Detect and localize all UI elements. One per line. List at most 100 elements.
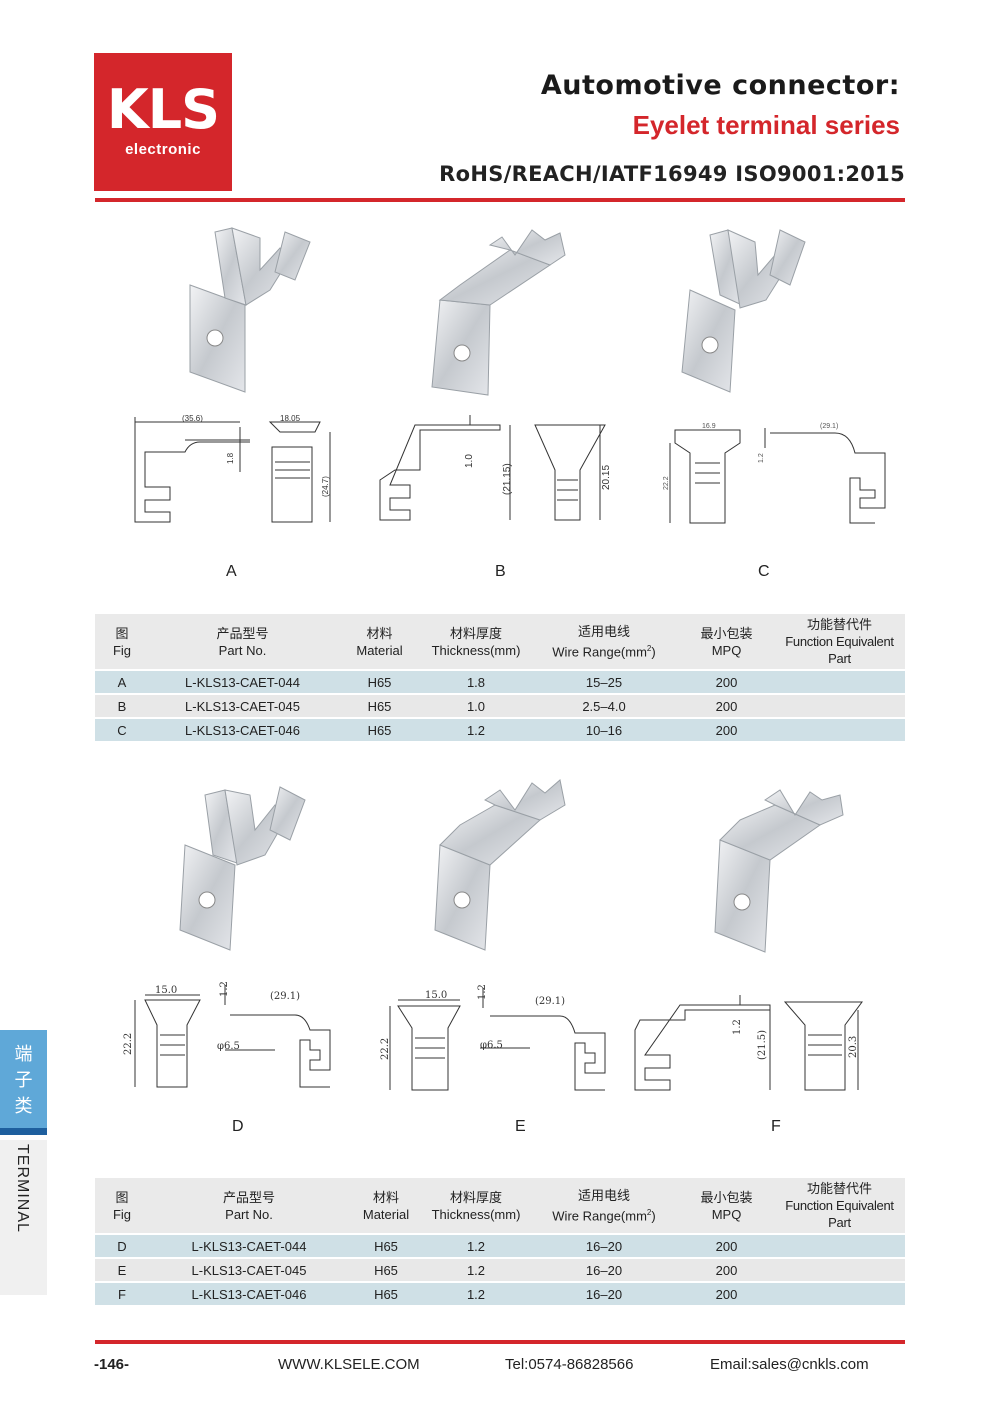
- cell-fig: A: [95, 669, 149, 694]
- cell-fig: F: [95, 1281, 149, 1305]
- figure-label-c: C: [758, 563, 770, 580]
- dim-c-length: (29.1): [820, 423, 838, 430]
- certification-line: RoHS/REACH/IATF16949 ISO9001:2015: [439, 162, 905, 186]
- dim-b-body: 20.15: [601, 465, 612, 490]
- company-logo: KLS electronic: [94, 53, 232, 191]
- header-divider: [95, 198, 905, 202]
- cell-mpq: 200: [679, 669, 774, 694]
- dim-a-width: 18.05: [280, 414, 301, 423]
- cell-material: H65: [349, 1257, 423, 1282]
- dim-d-height: 22.2: [123, 1033, 134, 1055]
- photo-terminal-d: [179, 786, 306, 951]
- cell-thickness: 1.2: [423, 1281, 529, 1305]
- dim-c-thickness: 1.2: [758, 453, 765, 463]
- drawing-terminal-e: 15.0 1.2 (29.1) 22.2 φ6.5: [380, 984, 606, 1091]
- cell-wire-range: 16–20: [529, 1233, 679, 1258]
- cell-wire-range: 2.5–4.0: [529, 693, 679, 718]
- table-row: C L-KLS13-CAET-046 H65 1.2 10–16 200: [95, 717, 905, 741]
- photo-terminal-b: [431, 229, 566, 396]
- cell-material: H65: [349, 1233, 423, 1258]
- cell-thickness: 1.2: [423, 1257, 529, 1282]
- cell-wire-range: 15–25: [529, 669, 679, 694]
- cell-thickness: 1.2: [423, 1233, 529, 1258]
- dim-e-length: (29.1): [535, 996, 565, 1007]
- drawing-terminal-f: 1.2 (21.5) 20.3: [634, 995, 863, 1091]
- cell-equivalent: [774, 717, 905, 741]
- cell-material: H65: [336, 717, 423, 741]
- photo-terminal-a: [189, 227, 311, 393]
- cell-part-no: L-KLS13-CAET-046: [149, 1281, 349, 1305]
- figure-label-f: F: [771, 1118, 781, 1135]
- side-terminal-label-box: TERMINAL: [0, 1140, 47, 1295]
- dim-d-thickness: 1.2: [219, 981, 230, 997]
- footer-phone: Tel:0574-86828566: [505, 1356, 634, 1373]
- cell-wire-range: 10–16: [529, 717, 679, 741]
- cell-material: H65: [349, 1281, 423, 1305]
- cell-mpq: 200: [679, 1281, 774, 1305]
- drawing-terminal-d: 15.0 1.2 (29.1) 22.2 φ6.5: [123, 981, 331, 1088]
- table-row: E L-KLS13-CAET-045 H65 1.2 16–20 200: [95, 1257, 905, 1282]
- table-row: A L-KLS13-CAET-044 H65 1.8 15–25 200: [95, 669, 905, 694]
- table-row: D L-KLS13-CAET-044 H65 1.2 16–20 200: [95, 1233, 905, 1258]
- footer-email[interactable]: Email:sales@cnkls.com: [710, 1356, 869, 1373]
- cell-material: H65: [336, 669, 423, 694]
- dim-b-height: (21.15): [502, 463, 513, 495]
- footer-divider: [95, 1340, 905, 1344]
- page-number: -146-: [94, 1356, 130, 1373]
- footer-website[interactable]: WWW.KLSELE.COM: [278, 1356, 420, 1373]
- dim-d-length: (29.1): [270, 991, 300, 1002]
- cell-equivalent: [774, 693, 905, 718]
- dim-f-thickness: 1.2: [732, 1019, 743, 1035]
- side-tab-cn-label: 端 子 类: [14, 1044, 33, 1117]
- side-category-tab[interactable]: 端 子 类: [0, 1030, 47, 1130]
- cell-fig: B: [95, 693, 149, 718]
- cell-part-no: L-KLS13-CAET-045: [149, 693, 336, 718]
- cell-fig: C: [95, 717, 149, 741]
- dim-e-height: 22.2: [380, 1038, 391, 1060]
- cell-equivalent: [774, 1233, 905, 1258]
- cell-wire-range: 16–20: [529, 1281, 679, 1305]
- cell-part-no: L-KLS13-CAET-046: [149, 717, 336, 741]
- cell-mpq: 200: [679, 1233, 774, 1258]
- photo-terminal-c: [681, 229, 806, 393]
- cell-equivalent: [774, 1281, 905, 1305]
- cell-fig: D: [95, 1233, 149, 1258]
- drawing-terminal-b: 1.0 (21.15) 20.15: [379, 415, 612, 521]
- dim-f-height: (21.5): [757, 1030, 768, 1060]
- figure-label-e: E: [515, 1118, 526, 1135]
- cell-part-no: L-KLS13-CAET-045: [149, 1257, 349, 1282]
- drawing-terminal-c: 16.9 (29.1) 22.2 1.2: [663, 423, 886, 524]
- cell-equivalent: [774, 1257, 905, 1282]
- dim-e-hole: φ6.5: [480, 1040, 503, 1051]
- dim-a-height: (24.7): [321, 476, 330, 497]
- cell-thickness: 1.8: [423, 669, 529, 694]
- logo-sub: electronic: [125, 141, 201, 158]
- side-terminal-label: TERMINAL: [14, 1144, 31, 1233]
- series-title: Eyelet terminal series: [632, 110, 900, 140]
- photo-terminal-f: [714, 789, 844, 953]
- cell-part-no: L-KLS13-CAET-044: [149, 1233, 349, 1258]
- figure-label-d: D: [232, 1118, 244, 1135]
- figure-label-a: A: [226, 563, 237, 580]
- drawing-terminal-a: (35.6) 18.05 1.8 (24.7): [134, 414, 331, 523]
- cell-mpq: 200: [679, 693, 774, 718]
- cell-thickness: 1.2: [423, 717, 529, 741]
- side-tab-underline: [0, 1128, 47, 1135]
- dim-b-thickness: 1.0: [464, 454, 475, 468]
- dim-d-width: 15.0: [155, 985, 177, 996]
- dim-c-width: 16.9: [702, 423, 716, 430]
- dim-e-width: 15.0: [425, 990, 447, 1001]
- cell-part-no: L-KLS13-CAET-044: [149, 669, 336, 694]
